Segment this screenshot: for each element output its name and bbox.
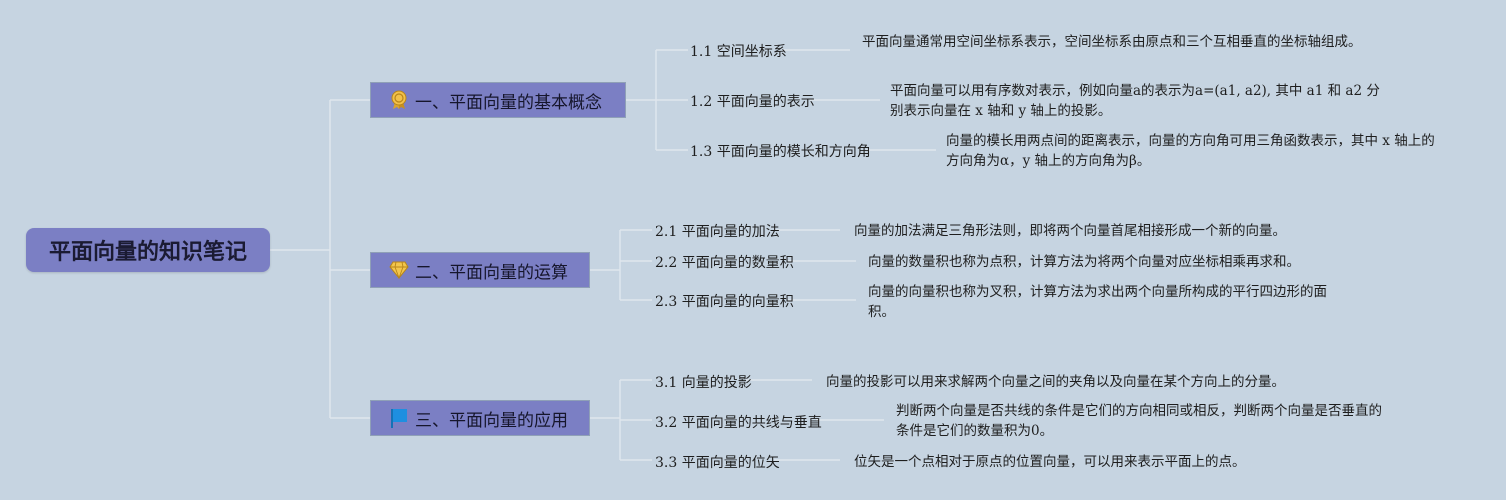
award-ribbon-icon [389, 90, 409, 110]
root-topic[interactable]: 平面向量的知识笔记 [26, 228, 270, 272]
diamond-icon [389, 260, 409, 280]
subtopic-1-1[interactable]: 1.1 空间坐标系 [690, 44, 787, 60]
branch-operations[interactable]: 二、平面向量的运算 [370, 252, 590, 288]
note-2-3: 向量的向量积也称为叉积，计算方法为求出两个向量所构成的平行四边形的面积。 [868, 284, 1327, 320]
subtopic-3-3[interactable]: 3.3 平面向量的位矢 [655, 455, 780, 471]
subtopic-1-2[interactable]: 1.2 平面向量的表示 [690, 94, 815, 110]
branch-label: 一、平面向量的基本概念 [415, 92, 602, 113]
note-2-2: 向量的数量积也称为点积，计算方法为将两个向量对应坐标相乘再求和。 [868, 254, 1300, 270]
note-3-1: 向量的投影可以用来求解两个向量之间的夹角以及向量在某个方向上的分量。 [826, 374, 1285, 390]
note-1-3: 向量的模长用两点间的距离表示，向量的方向角可用三角函数表示，其中 x 轴上的方向… [946, 133, 1435, 169]
subtopic-3-1[interactable]: 3.1 向量的投影 [655, 375, 752, 391]
branch-basic-concepts[interactable]: 一、平面向量的基本概念 [370, 82, 626, 118]
branch-label: 二、平面向量的运算 [415, 262, 568, 283]
subtopic-2-2[interactable]: 2.2 平面向量的数量积 [655, 255, 794, 271]
flag-icon [389, 408, 409, 428]
branch-applications[interactable]: 三、平面向量的应用 [370, 400, 590, 436]
subtopic-2-3[interactable]: 2.3 平面向量的向量积 [655, 294, 794, 310]
note-3-3: 位矢是一个点相对于原点的位置向量，可以用来表示平面上的点。 [854, 454, 1246, 470]
branch-label: 三、平面向量的应用 [415, 410, 568, 431]
note-1-1: 平面向量通常用空间坐标系表示，空间坐标系由原点和三个互相垂直的坐标轴组成。 [862, 34, 1362, 50]
subtopic-2-1[interactable]: 2.1 平面向量的加法 [655, 224, 780, 240]
subtopic-3-2[interactable]: 3.2 平面向量的共线与垂直 [655, 415, 822, 431]
note-1-2: 平面向量可以用有序数对表示，例如向量a的表示为a=(a1, a2), 其中 a1… [890, 83, 1380, 119]
note-2-1: 向量的加法满足三角形法则，即将两个向量首尾相接形成一个新的向量。 [854, 223, 1286, 239]
note-3-2: 判断两个向量是否共线的条件是它们的方向相同或相反，判断两个向量是否垂直的条件是它… [896, 403, 1382, 439]
subtopic-1-3[interactable]: 1.3 平面向量的模长和方向角 [690, 144, 871, 160]
